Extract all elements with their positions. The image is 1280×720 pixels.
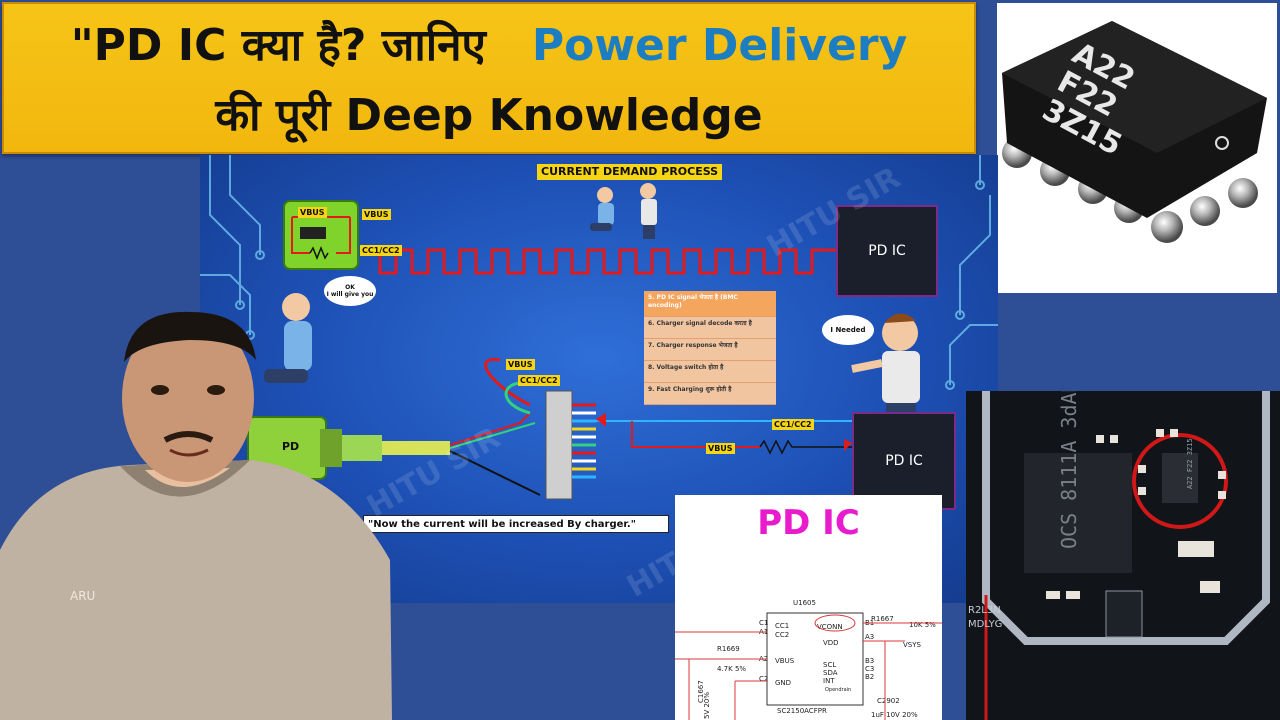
pd-ic-chip-top: PD IC <box>836 205 938 297</box>
pin-c3: C3 <box>865 665 874 673</box>
pcb-illustration: OCS 8111A 3dAD A22 F22 3Z15 R2L3N MDLYG <box>966 391 1280 720</box>
title-power-delivery: Power Delivery <box>531 20 908 71</box>
usb-connector <box>545 390 573 500</box>
pin-a3: A3 <box>865 633 874 641</box>
step-item: 7. Charger response भेजता है <box>644 339 776 361</box>
speech-bubble-left: OK I will give you <box>324 276 376 306</box>
label-cc-cable: CC1/CC2 <box>518 375 560 386</box>
diagram-note: "Now the current will be increased By ch… <box>363 515 669 533</box>
step-item: 9. Fast Charging शुरू होती है <box>644 383 776 405</box>
diagram-wiring <box>200 155 998 500</box>
chip-illustration: A22 F22 3Z15 <box>1002 21 1267 243</box>
angry-man-small-icon <box>640 183 657 239</box>
r1669-value: 4.7K 5% <box>717 665 746 673</box>
pin-scl: SCL <box>823 661 836 669</box>
label-vbus-left: VBUS <box>298 207 327 218</box>
label-vbus-cable: VBUS <box>506 359 535 370</box>
step-item: 8. Voltage switch होता है <box>644 361 776 383</box>
pin-cc2: CC2 <box>775 631 789 639</box>
r1667-value: 10K 5% <box>909 621 936 629</box>
r1667-ref: R1667 <box>871 615 894 623</box>
r1669-ref: R1669 <box>717 645 740 653</box>
part-number: SC2150ACFPR <box>777 707 827 715</box>
pin-sda: SDA <box>823 669 838 677</box>
process-steps: 5. PD IC signal भेजता है (BMC encoding) … <box>644 291 776 405</box>
title-banner: "PD IC क्या है? जानिए Power Delivery की … <box>2 2 976 154</box>
label-cc-top: CC1/CC2 <box>360 245 402 256</box>
bmc-signal-wave <box>360 248 836 275</box>
cap-left-value: 5V 20% <box>703 692 711 719</box>
presenter-photo: ARU <box>0 300 395 720</box>
pin-vbus: VBUS <box>775 657 795 665</box>
speech-left-line-2: I will give you <box>326 291 374 298</box>
shirt-text: ARU <box>70 589 95 603</box>
pin-vdd: VDD <box>823 639 839 647</box>
pin1-marker-icon <box>1215 136 1229 150</box>
schematic-drawing: U1605 C1 A1 A2 C2 CC1 CC2 VBUS GND B1 A3… <box>675 599 942 720</box>
kneeling-man-small-icon <box>590 187 614 231</box>
speech-bubble-right: I Needed <box>822 315 874 345</box>
title-line-2: की पूरी Deep Knowledge <box>215 90 763 141</box>
c1667-ref: C1667 <box>697 680 705 703</box>
diagram-heading: CURRENT DEMAND PROCESS <box>537 164 723 180</box>
pin-vconn: VCONN <box>817 623 843 631</box>
chip-photo: A22 F22 3Z15 <box>997 3 1277 293</box>
pin-c1: C1 <box>759 619 768 627</box>
opendrain-label: Opendrain <box>825 687 851 693</box>
step-item: 5. PD IC signal भेजता है (BMC encoding) <box>644 291 776 317</box>
pin-b2: B2 <box>865 673 874 681</box>
part-ref: U1605 <box>793 599 816 607</box>
pd-ic-chip-bottom: PD IC <box>852 412 956 510</box>
presenter-illustration: ARU <box>0 311 392 720</box>
pcb-main-chip-marking: OCS 8111A 3dAD <box>1057 391 1081 549</box>
current-demand-diagram: CURRENT DEMAND PROCESS PD IC PD IC VBUS … <box>200 155 998 603</box>
label-cc-right: CC1/CC2 <box>772 419 814 430</box>
pin-int: INT <box>823 677 835 685</box>
pin-cc1: CC1 <box>775 622 789 630</box>
pcb-pd-chip-marking: A22 F22 3Z15 <box>1186 438 1194 489</box>
pin-b3: B3 <box>865 657 874 665</box>
c2902-value: 1uF 10V 20% <box>871 711 918 719</box>
label-vbus-bottom: VBUS <box>706 443 735 454</box>
pin-c2: C2 <box>759 675 768 683</box>
pcb-photo: OCS 8111A 3dAD A22 F22 3Z15 R2L3N MDLYG <box>966 391 1280 720</box>
title-line-1: "PD IC क्या है? जानिए Power Delivery <box>4 18 974 74</box>
schematic-title: PD IC <box>757 503 860 543</box>
pcb-edge-text-1: R2L3N <box>968 605 1001 616</box>
highlight-circle-icon <box>1132 433 1228 529</box>
speech-left-line-1: OK <box>345 284 355 291</box>
pcb-edge-text-2: MDLYG <box>968 619 1002 630</box>
pin-gnd: GND <box>775 679 791 687</box>
label-pd-device: PD <box>282 440 300 453</box>
step-item: 6. Charger signal decode करता है <box>644 317 776 339</box>
title-hindi-part: "PD IC क्या है? जानिए <box>70 20 486 71</box>
vsys-label: VSYS <box>903 641 922 649</box>
c2902-ref: C2902 <box>877 697 900 705</box>
schematic-card: PD IC U1605 C1 A1 A2 C2 CC1 CC2 VBUS GND… <box>675 495 942 720</box>
kneeling-man-icon <box>264 293 312 383</box>
label-vbus-right: VBUS <box>362 209 391 220</box>
